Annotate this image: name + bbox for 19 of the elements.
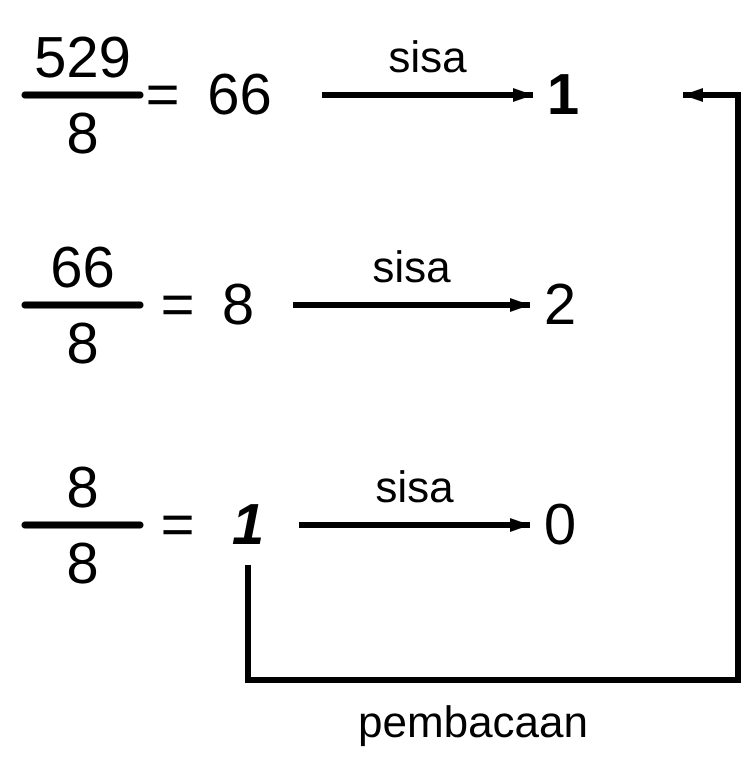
fraction-numerator: 8 [65, 455, 100, 521]
quotient-number: 8 [208, 272, 268, 338]
fraction-denominator: 8 [65, 101, 100, 167]
arrow [293, 298, 530, 312]
fraction-numerator: 66 [49, 235, 116, 301]
equals-sign: = [160, 492, 196, 558]
remainder-number: 2 [535, 272, 585, 338]
remainder-number: 1 [538, 62, 588, 128]
fraction-numerator: 529 [33, 25, 132, 91]
quotient-number: 66 [182, 62, 297, 128]
equals-sign: = [160, 272, 196, 338]
arrow [245, 88, 741, 683]
remainder-number: 0 [535, 492, 585, 558]
equals-sign: = [144, 62, 180, 128]
fraction-denominator: 8 [65, 531, 100, 597]
fraction-denominator: 8 [65, 311, 100, 377]
arrow [322, 88, 533, 102]
quotient-number: 1 [222, 492, 274, 558]
arrow [299, 518, 530, 532]
